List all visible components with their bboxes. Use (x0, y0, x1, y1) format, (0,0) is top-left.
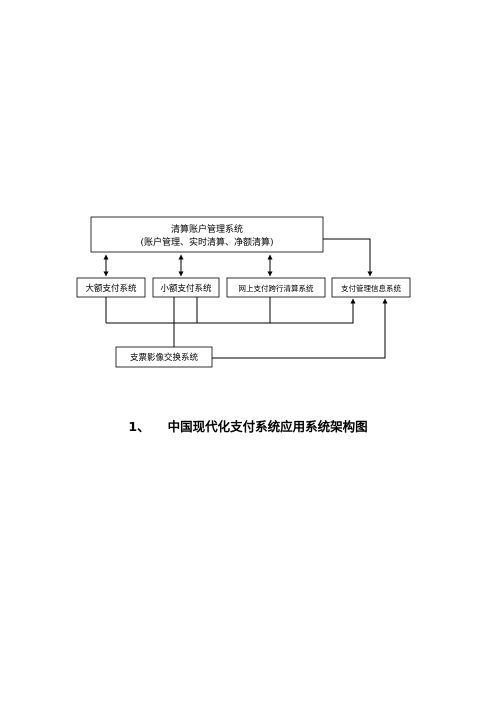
arrow-cheque-to-mgmt (212, 298, 388, 359)
online-clearing-box: 网上支付跨行清算系统 (226, 277, 326, 298)
caption-number: 1、 (128, 419, 150, 434)
arrow-clearing-to-mgmt (323, 238, 373, 277)
figure-caption: 1、 中国现代化支付系统应用系统架构图 (0, 416, 496, 435)
caption-text: 中国现代化支付系统应用系统架构图 (167, 419, 368, 434)
cheque-image-box: 支票影像交换系统 (115, 346, 213, 368)
small-payment-box: 小额支付系统 (152, 277, 220, 298)
payment-mgmt-label: 支付管理信息系统 (341, 283, 401, 293)
large-payment-label: 大额支付系统 (85, 283, 137, 294)
cheque-image-label: 支票影像交换系统 (130, 352, 199, 363)
small-payment-label: 小额支付系统 (160, 283, 212, 294)
bus-to-mgmt (106, 298, 356, 324)
payment-mgmt-box: 支付管理信息系统 (331, 277, 411, 298)
clearing-account-box: 清算账户管理系统 (账户管理、实时清算、净额清算) (90, 216, 324, 253)
large-payment-box: 大额支付系统 (76, 277, 146, 298)
clearing-account-title: 清算账户管理系统 (171, 223, 243, 235)
online-clearing-label: 网上支付跨行清算系统 (239, 283, 314, 293)
clearing-account-subtitle: (账户管理、实时清算、净额清算) (140, 236, 273, 248)
